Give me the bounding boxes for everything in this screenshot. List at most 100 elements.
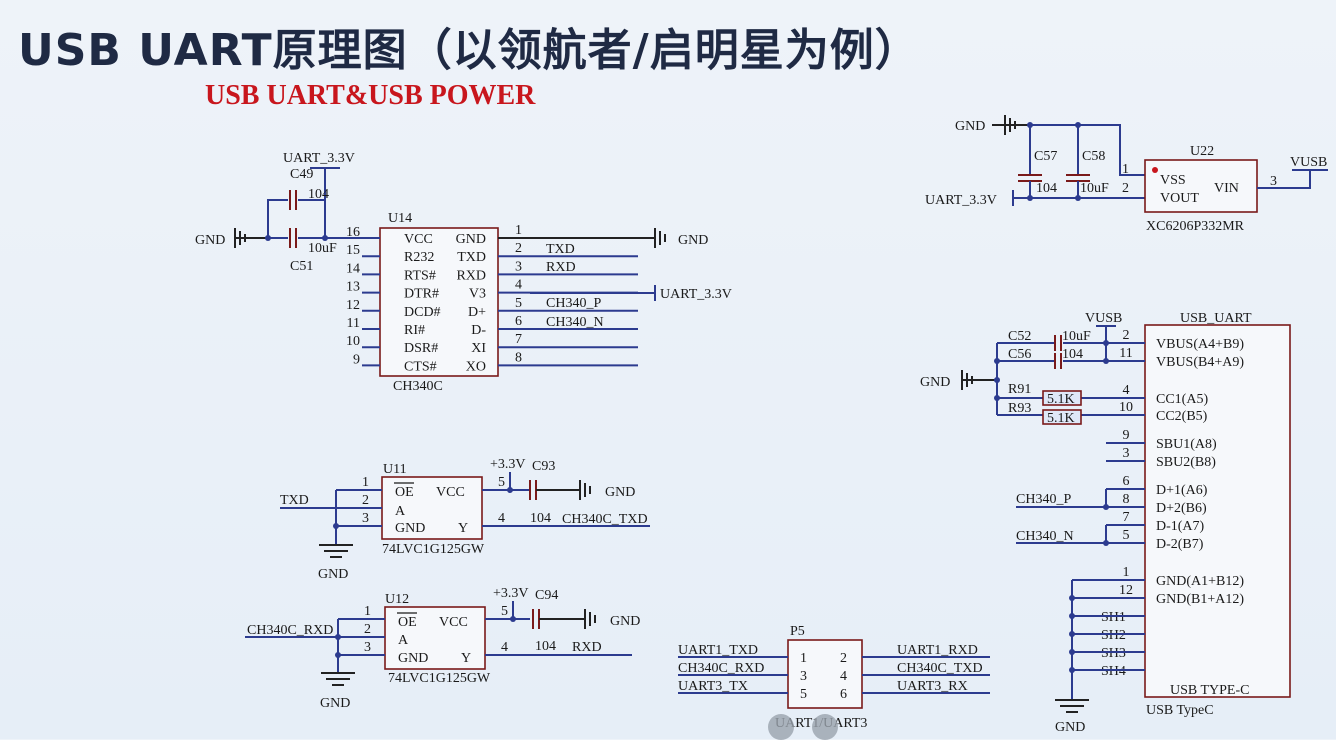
page-title: USB UART原理图（以领航者/启明星为例） <box>18 25 920 76</box>
u11-pin4-num: 4 <box>498 511 505 526</box>
gnd-label-c93: GND <box>605 485 635 500</box>
usb-pins: 2VBUS(A4+B9)11VBUS(B4+A9)4CC1(A5)10CC2(B… <box>1101 328 1244 679</box>
net-label-ch340c-txd: CH340C_TXD <box>562 512 648 527</box>
usb-pin-name: SH3 <box>1101 646 1126 661</box>
net-label-ch340p: CH340_P <box>546 296 601 311</box>
c94-ref: C94 <box>535 588 558 603</box>
u14-pin-num: 8 <box>515 350 522 365</box>
usb-typec-block: VUSB USB_UART USB TYPE-C USB TypeC 2VBUS… <box>920 311 1291 735</box>
screen-icon[interactable] <box>812 714 838 740</box>
u11-a: A <box>395 504 406 519</box>
usb-pin-num: 8 <box>1123 492 1130 507</box>
gnd-label-u11: GND <box>318 567 348 582</box>
u14-pin-name: R232 <box>404 250 434 265</box>
u22-vss: VSS <box>1160 173 1186 188</box>
u14-pin-name: RTS# <box>404 268 436 283</box>
u22-pin3-num: 3 <box>1270 174 1277 189</box>
p5-header-block: P5 1 2 3 4 5 6 UART1_TXD CH340C_RXD UART… <box>678 624 990 731</box>
usb-pin-num: 9 <box>1123 428 1130 443</box>
net-label-txd: TXD <box>546 242 575 257</box>
usb-pin-name: GND(A1+B12) <box>1156 574 1244 589</box>
u14-pin-name: TXD <box>457 250 486 265</box>
usb-body <box>1144 324 1291 698</box>
c57-ref: C57 <box>1034 149 1057 164</box>
u11-ref: U11 <box>383 462 407 477</box>
net-label-rxd: RXD <box>546 260 576 275</box>
r93-ref: R93 <box>1008 401 1031 416</box>
u11-y: Y <box>458 521 468 536</box>
net-label-ch340n-usb: CH340_N <box>1016 529 1074 544</box>
usb-pin-num: 1 <box>1123 565 1130 580</box>
u12-ref: U12 <box>385 592 409 607</box>
usb-pin-num: 6 <box>1123 474 1130 489</box>
usb-pin-num: 10 <box>1119 400 1133 415</box>
p5-ref: P5 <box>790 624 805 639</box>
usb-ref: USB_UART <box>1180 311 1252 326</box>
usb-pin-name: D+2(B6) <box>1156 501 1207 516</box>
p5-pin2: 2 <box>840 651 847 666</box>
u12-part: 74LVC1G125GW <box>388 671 491 686</box>
u12-gnd: GND <box>398 651 428 666</box>
net-label-uart1-rxd: UART1_RXD <box>897 643 978 658</box>
u14-pin-num: 13 <box>346 280 360 295</box>
u14-pin-name: DSR# <box>404 341 438 356</box>
gnd-label-c94: GND <box>610 614 640 629</box>
usb-pin-num: 11 <box>1119 346 1132 361</box>
u14-part: CH340C <box>393 379 443 394</box>
u11-buffer-block: U11 OE A GND VCC Y 74LVC1G125GW 1 2 3 TX… <box>280 457 650 582</box>
u22-vin: VIN <box>1214 181 1239 196</box>
usb-pin-name: SH1 <box>1101 610 1126 625</box>
u11-gnd: GND <box>395 521 425 536</box>
c93-value: 104 <box>530 511 551 526</box>
p5-pin1: 1 <box>800 651 807 666</box>
usb-pin-name: SH4 <box>1101 664 1126 679</box>
gnd-label-c51: GND <box>195 233 225 248</box>
u12-body <box>384 606 486 670</box>
u14-ref: U14 <box>388 211 412 226</box>
r91-ref: R91 <box>1008 382 1031 397</box>
usb-pin-num: 5 <box>1123 528 1130 543</box>
usb-pin-num: 2 <box>1123 328 1130 343</box>
u11-vcc: VCC <box>436 485 465 500</box>
c51-ref: C51 <box>290 259 313 274</box>
u12-buffer-block: U12 OE A GND VCC Y 74LVC1G125GW 1 2 3 CH… <box>245 586 640 711</box>
net-label-uart-3v3-v3: UART_3.3V <box>660 287 732 302</box>
usb-pin-name: VBUS(A4+B9) <box>1156 337 1244 352</box>
usb-pin-num: 3 <box>1123 446 1130 461</box>
u11-oe: OE <box>395 485 414 500</box>
c94-value: 104 <box>535 639 556 654</box>
usb-pin-num: 4 <box>1123 383 1130 398</box>
u14-pin-name: D- <box>471 323 486 338</box>
u14-body <box>379 227 499 377</box>
usb-pin-name: GND(B1+A12) <box>1156 592 1244 607</box>
net-label-uart1-txd: UART1_TXD <box>678 643 758 658</box>
u14-pin-num: 16 <box>346 225 360 240</box>
u11-body <box>381 476 483 540</box>
u12-y: Y <box>461 651 471 666</box>
pen-icon[interactable] <box>768 714 794 740</box>
u11-pin1-num: 1 <box>362 475 369 490</box>
c56-value: 104 <box>1062 347 1083 362</box>
u14-pin-name: RI# <box>404 323 425 338</box>
u14-pin-num: 9 <box>353 352 360 367</box>
u14-pin-num: 5 <box>515 296 522 311</box>
u14-pin-name: XO <box>466 359 486 374</box>
c93-ref: C93 <box>532 459 555 474</box>
u14-pin-num: 6 <box>515 314 522 329</box>
u12-a: A <box>398 633 409 648</box>
c58-ref: C58 <box>1082 149 1105 164</box>
u14-pin-num: 10 <box>346 334 360 349</box>
net-label-uart-3v3-u22: UART_3.3V <box>925 193 997 208</box>
net-label-rxd-u12: RXD <box>572 640 602 655</box>
net-label-ch340c-txd-p5: CH340C_TXD <box>897 661 983 676</box>
u14-pin-num: 14 <box>346 261 360 276</box>
usb-body-label: USB TYPE-C <box>1170 683 1249 698</box>
u11-pin2-num: 2 <box>362 493 369 508</box>
usb-pin-name: SH2 <box>1101 628 1126 643</box>
u22-part: XC6206P332MR <box>1146 219 1245 234</box>
usb-pin-name: CC1(A5) <box>1156 392 1208 407</box>
usb-pin-num: 12 <box>1119 583 1133 598</box>
u14-pin-num: 12 <box>346 298 360 313</box>
c51-value: 10uF <box>308 241 337 256</box>
